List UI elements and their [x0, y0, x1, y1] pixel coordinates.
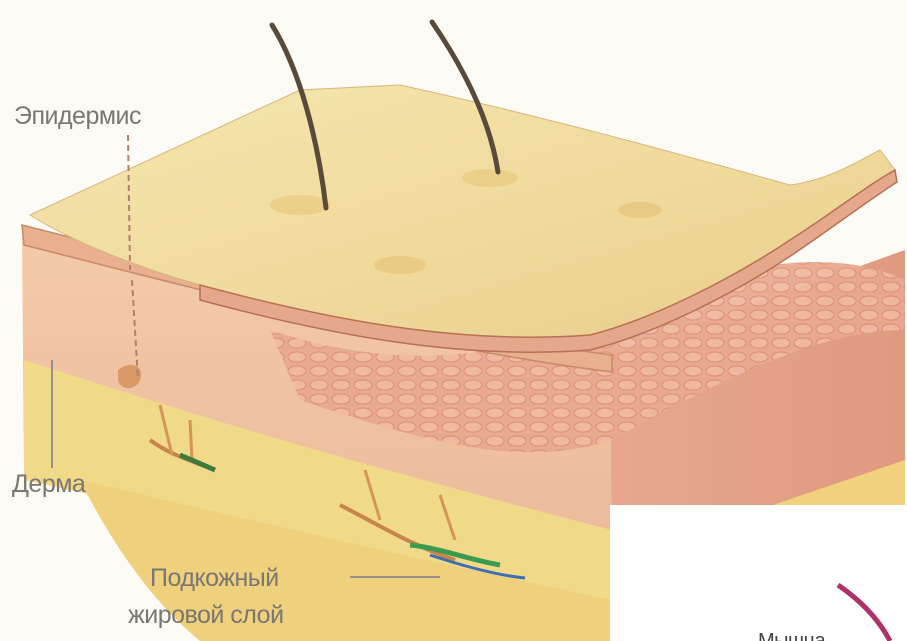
inset-panel: [610, 505, 907, 641]
label-muscle-partial: Мышца: [758, 630, 825, 641]
label-subcutaneous-line1: Подкожный: [150, 564, 279, 593]
label-epidermis: Эпидермис: [14, 102, 141, 131]
label-dermis: Дерма: [12, 470, 85, 499]
label-subcutaneous-line2: жировой слой: [128, 601, 284, 630]
